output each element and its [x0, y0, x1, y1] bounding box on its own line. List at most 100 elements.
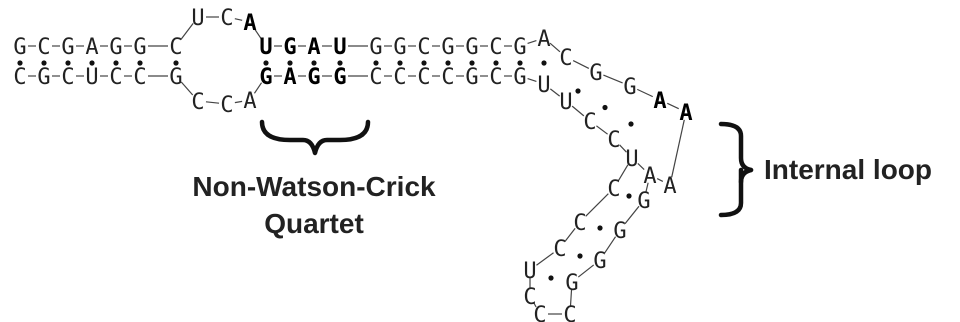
nucleotide-top-strand-left-3: G — [61, 35, 74, 60]
internal-loop-brace-lower — [718, 167, 754, 218]
bond-inner-arm-2 — [571, 105, 585, 117]
bond-inner-arm-5 — [637, 163, 645, 170]
nucleotide-bottom-strand-right-3: C — [417, 65, 430, 90]
nucleotide-top-strand-right-6: C — [489, 35, 502, 60]
nucleotide-bottom-strand-right-4: C — [441, 65, 454, 90]
pair-right-5 — [469, 60, 475, 66]
nucleotide-quartet-bottom-1: G — [259, 65, 272, 90]
nucleotide-bottom-strand-left-2: G — [37, 65, 50, 90]
backbone-bonds — [28, 16, 685, 315]
nucleotide-bottom-strand-left-3: C — [61, 65, 74, 90]
bond-outer-arm-5 — [667, 102, 679, 110]
nucleotide-top-strand-left-1: G — [13, 35, 26, 60]
pair-arm-3 — [628, 121, 634, 127]
nucleotide-bottom-loop-2: C — [220, 93, 233, 118]
pair-right-2 — [397, 60, 403, 66]
bond-chain2-10 — [253, 82, 263, 94]
pair-arm-1 — [575, 88, 581, 94]
nucleotide-bottom-strand-right-1: C — [369, 65, 382, 90]
nucleotide-top-loop-1: U — [191, 6, 204, 31]
bond-hairpin-left-4 — [536, 252, 554, 266]
bond-chain2-8 — [205, 101, 220, 104]
nucleotide-hairpin-stem-right-2: G — [613, 219, 626, 244]
bond-inner-arm-1 — [549, 88, 561, 97]
bond-outer-arm-4 — [636, 88, 654, 98]
pair-arm-2 — [602, 104, 608, 111]
pair-hairpin-3 — [577, 253, 583, 259]
nucleotide-bottom-strand-left-5: C — [109, 65, 122, 90]
nucleotide-quartet-top-3: A — [307, 35, 320, 60]
pair-quartet-3 — [311, 60, 317, 66]
nucleotide-quartet-bottom-2: A — [283, 65, 296, 90]
base-pair-dots — [17, 60, 634, 281]
nucleotide-right-arm-outer-5: A — [679, 101, 692, 126]
nucleotide-top-strand-right-5: G — [465, 35, 478, 60]
nucleotide-quartet-top-2: G — [283, 35, 296, 60]
nucleotide-hairpin-stem-left-1: C — [607, 177, 620, 202]
bond-hairpin-left-2 — [585, 193, 609, 217]
nucleotide-bottom-strand-right-5: G — [465, 65, 478, 90]
pair-quartet-4 — [337, 60, 343, 66]
nucleotide-top-strand-right-7: G — [513, 35, 526, 60]
bond-chain1-9 — [234, 18, 243, 21]
pair-right-6 — [493, 60, 499, 66]
nucleotide-hairpin-stem-right-3: G — [593, 249, 606, 274]
nucleotide-right-arm-inner-2: C — [583, 110, 596, 135]
nucleotide-hairpin-stem-right-4: G — [565, 271, 578, 296]
nucleotide-bottom-strand-left-6: C — [133, 65, 146, 90]
bond-hairpin-left-1 — [617, 164, 629, 182]
nucleotide-top-strand-right-1: G — [369, 35, 382, 60]
nucleotide-bottom-strand-right-7: G — [513, 65, 526, 90]
nucleotide-bottom-strand-right-6: C — [489, 65, 502, 90]
bond-hairpin-left-3 — [564, 227, 576, 243]
bond-hairpin-right-5 — [569, 289, 573, 307]
bond-loop-close — [671, 119, 685, 178]
nucleotide-quartet-bottom-4: G — [333, 65, 346, 90]
nucleotide-hairpin-stem-right-1: G — [637, 189, 650, 214]
nucleotide-top-strand-left-7: C — [169, 35, 182, 60]
nucleotide-hairpin-stem-left-4: U — [523, 259, 536, 284]
nucleotide-hairpin-stem-left-2: C — [573, 211, 586, 236]
nucleotide-top-strand-left-6: G — [133, 35, 146, 60]
nucleotide-hairpin-stem-left-3: C — [553, 237, 566, 262]
nucleotide-right-arm-outer-4: A — [653, 89, 666, 114]
quartet-brace — [259, 119, 371, 156]
nucleotide-bottom-strand-right-2: C — [393, 65, 406, 90]
nucleotide-bottom-loop-3: A — [243, 89, 256, 114]
bond-hairpin-right-4 — [577, 264, 595, 278]
nucleotide-bottom-strand-left-4: U — [85, 65, 98, 90]
pair-left-1 — [17, 60, 23, 66]
pair-hairpin-1 — [626, 193, 632, 199]
pair-hairpin-2 — [597, 225, 603, 231]
pair-hairpin-4 — [548, 275, 554, 281]
bond-hairpin-left-6 — [533, 302, 537, 308]
quartet-label-line1: Non-Watson-Crick — [192, 171, 436, 202]
bond-chain2-7 — [180, 81, 194, 96]
pair-left-5 — [113, 60, 119, 66]
nucleotide-top-strand-left-5: G — [109, 35, 122, 60]
nucleotide-hairpin-loop-3: C — [563, 303, 576, 322]
bond-chain2-21 — [527, 77, 537, 83]
bond-outer-arm-1 — [549, 42, 561, 53]
pair-left-4 — [89, 60, 95, 66]
nucleotide-top-loop-2: C — [220, 6, 233, 31]
bond-chain1-7 — [180, 23, 194, 40]
pair-right-7 — [517, 60, 523, 66]
bond-outer-arm-2 — [572, 60, 590, 69]
pair-left-6 — [137, 60, 143, 66]
nucleotide-bottom-strand-left-7: G — [169, 65, 182, 90]
pair-quartet-1 — [263, 60, 269, 66]
nucleotide-right-arm-outer-1: C — [559, 46, 572, 71]
internal-loop-label: Internal loop — [764, 154, 932, 185]
bond-outer-arm-3 — [603, 74, 623, 84]
nucleotide-hairpin-loop-2: C — [533, 303, 546, 322]
bond-hairpin-right-2 — [624, 205, 640, 225]
nucleotide-right-arm-inner-3: C — [607, 128, 620, 153]
bond-inner-arm-6 — [656, 178, 664, 182]
nucleotide-quartet-bottom-3: G — [307, 65, 320, 90]
nucleotide-quartet-top-4: U — [333, 35, 346, 60]
nucleotide-right-arm-inner-1: U — [559, 90, 572, 115]
